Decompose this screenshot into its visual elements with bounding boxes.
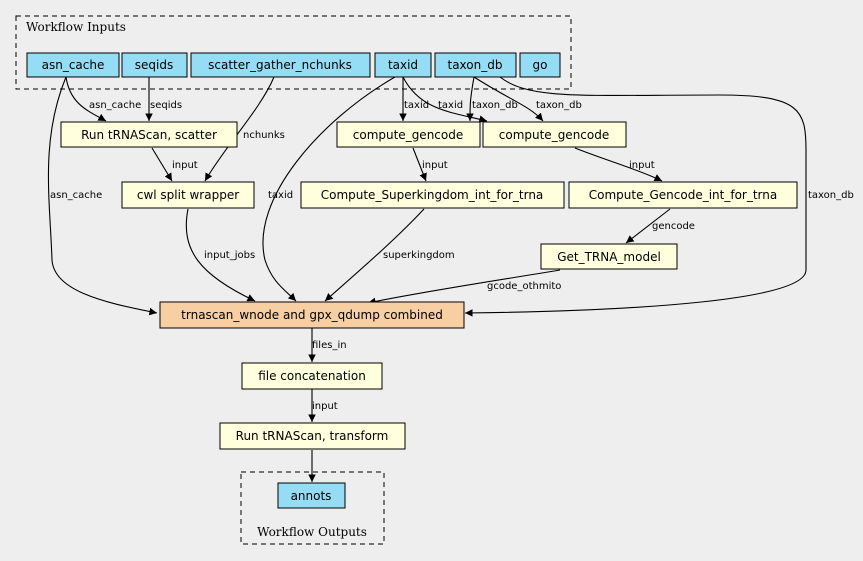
edge-label-taxon-db-gencode2: taxon_db xyxy=(536,100,582,111)
edge-label-taxid-gencode2: taxid xyxy=(438,100,463,111)
edge-label-nchunks: nchunks xyxy=(243,130,285,141)
edge-taxon-db-to-gencode2 xyxy=(473,76,544,122)
input-node-scatter-gather-nchunks[interactable]: scatter_gather_nchunks xyxy=(190,52,371,78)
step-node-transform[interactable]: Run tRNAScan, transform xyxy=(219,422,406,450)
edge-label-taxon-db-combined: taxon_db xyxy=(808,190,854,201)
edge-label-gencode1-superkingdom: input xyxy=(422,160,448,171)
step-node-scatter[interactable]: Run tRNAScan, scatter xyxy=(60,121,238,148)
edge-superkingdom-to-combined xyxy=(324,208,425,302)
edge-asn-cache-to-combined xyxy=(47,76,158,316)
step-node-superkingdom[interactable]: Compute_Superkingdom_int_for_trna xyxy=(300,181,565,209)
step-node-concat[interactable]: file concatenation xyxy=(241,362,383,390)
edge-taxon-db-to-gencode1 xyxy=(466,76,475,122)
input-node-asn-cache[interactable]: asn_cache xyxy=(26,52,120,78)
edge-gencode2-to-gencode-int xyxy=(574,147,663,182)
input-node-taxon-db[interactable]: taxon_db xyxy=(434,52,517,78)
edge-taxid-to-gencode2 xyxy=(402,76,488,123)
workflow-outputs-label: Workflow Outputs xyxy=(257,525,367,539)
edge-split-to-combined xyxy=(185,208,256,302)
input-node-taxid[interactable]: taxid xyxy=(374,52,432,78)
edge-label-concat-transform: input xyxy=(312,401,338,412)
edge-label-asn-cache-combined: asn_cache xyxy=(50,190,102,201)
step-label-split: cwl split wrapper xyxy=(137,188,239,202)
step-node-trna-model[interactable]: Get_TRNA_model xyxy=(540,243,678,270)
step-node-gencode-int[interactable]: Compute_Gencode_int_for_trna xyxy=(568,181,798,209)
edge-label-seqids-scatter: seqids xyxy=(150,100,182,111)
step-label-gencode-int: Compute_Gencode_int_for_trna xyxy=(589,188,777,202)
edge-label-taxon-db-gencode1: taxon_db xyxy=(472,100,518,111)
step-label-transform: Run tRNAScan, transform xyxy=(236,429,389,443)
edge-gencode1-to-superkingdom xyxy=(412,147,427,182)
step-node-gencode-2[interactable]: compute_gencode xyxy=(482,121,627,148)
edge-label-taxid-gencode1: taxid xyxy=(404,100,429,111)
edge-label-input-jobs: input_jobs xyxy=(204,250,255,261)
step-label-gencode-2: compute_gencode xyxy=(499,128,609,142)
edge-scatter-to-split xyxy=(151,147,173,182)
edge-label-asn-cache-scatter: asn_cache xyxy=(89,100,141,111)
input-node-seqids[interactable]: seqids xyxy=(121,52,188,78)
input-label-scatter-gather-nchunks: scatter_gather_nchunks xyxy=(208,58,352,72)
edge-label-scatter-split: input xyxy=(172,160,198,171)
step-label-combined: trnascan_wnode and gpx_qdump combined xyxy=(181,308,443,322)
output-label-annots: annots xyxy=(291,489,332,503)
edge-label-files-in: files_in xyxy=(312,340,347,351)
edge-gencode-int-to-model xyxy=(625,208,671,244)
step-label-scatter: Run tRNAScan, scatter xyxy=(81,128,217,142)
edge-taxid-to-combined xyxy=(262,76,396,302)
input-label-asn-cache: asn_cache xyxy=(42,58,105,72)
workflow-inputs-label: Workflow Inputs xyxy=(26,20,126,34)
step-node-split[interactable]: cwl split wrapper xyxy=(121,181,255,209)
input-label-taxid: taxid xyxy=(388,58,418,72)
step-node-combined[interactable]: trnascan_wnode and gpx_qdump combined xyxy=(159,301,465,329)
input-label-seqids: seqids xyxy=(135,58,173,72)
edge-label-superkingdom: superkingdom xyxy=(383,250,455,261)
output-node-annots[interactable]: annots xyxy=(277,482,346,509)
step-label-trna-model: Get_TRNA_model xyxy=(557,250,661,264)
input-label-go: go xyxy=(533,58,548,72)
edge-model-to-combined xyxy=(367,269,561,306)
edge-label-gencode2-gencode-int: input xyxy=(629,160,655,171)
edge-label-taxid-combined: taxid xyxy=(268,190,293,201)
edge-asn-cache-to-scatter xyxy=(65,76,107,122)
input-label-taxon-db: taxon_db xyxy=(448,58,503,72)
input-node-go[interactable]: go xyxy=(519,52,561,78)
workflow-inputs-cluster xyxy=(15,15,572,90)
edge-taxon-db-to-combined xyxy=(464,76,807,317)
step-label-gencode-1: compute_gencode xyxy=(353,128,463,142)
step-label-concat: file concatenation xyxy=(258,369,366,383)
edge-nchunks-to-split xyxy=(204,76,275,182)
step-label-superkingdom: Compute_Superkingdom_int_for_trna xyxy=(321,188,544,202)
edge-label-gcode-othmito: gcode_othmito xyxy=(487,281,561,292)
step-node-gencode-1[interactable]: compute_gencode xyxy=(336,121,481,148)
edge-label-gencode: gencode xyxy=(652,221,695,232)
